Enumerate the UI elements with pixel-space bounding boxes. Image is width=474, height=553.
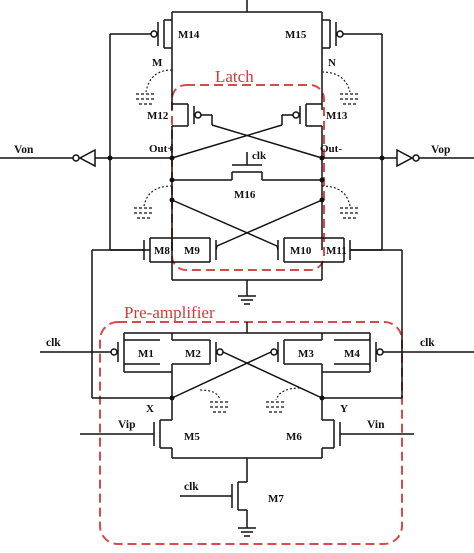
transistor-m8	[91, 237, 173, 398]
label-m15: M15	[285, 29, 307, 41]
parasitic-cap-out-minus	[321, 185, 360, 219]
node-y-wiring	[319, 364, 402, 420]
pin-clk-right: clk	[420, 337, 435, 349]
pin-clk-left: clk	[46, 337, 61, 349]
parasitic-cap-y	[266, 387, 301, 413]
parasitic-cap-out-plus	[134, 185, 173, 219]
node-y: Y	[340, 403, 348, 415]
latch-ground	[171, 262, 323, 305]
label-m6: M6	[286, 431, 302, 443]
parasitic-cap-n	[321, 71, 360, 105]
transistor-m15	[321, 19, 383, 250]
node-out-plus: Out+	[149, 143, 174, 155]
parasitic-cap-x	[199, 389, 230, 413]
node-x-wiring	[92, 364, 175, 420]
pin-clk-m16: clk	[252, 150, 267, 162]
preamp-cross	[171, 351, 323, 399]
top-rail	[171, 0, 323, 20]
label-m11: M11	[326, 245, 347, 257]
transistor-m7	[180, 481, 256, 537]
latch-box	[171, 84, 325, 271]
transistor-m13	[282, 103, 323, 250]
label-m4: M4	[344, 348, 360, 360]
node-x: X	[146, 403, 154, 415]
label-m9: M9	[184, 245, 200, 257]
preamp-box	[99, 321, 403, 545]
transistor-m4	[334, 339, 474, 365]
transistor-m9	[172, 237, 218, 263]
transistor-m1	[40, 339, 160, 365]
transistor-m3	[270, 339, 322, 365]
pin-vin: Vin	[367, 419, 385, 431]
transistor-m12	[171, 103, 212, 250]
transistor-m16	[169, 152, 325, 183]
transistor-m11	[322, 237, 403, 398]
pin-vip: Vip	[118, 419, 135, 431]
node-out-minus: Out-	[320, 143, 342, 155]
node-n: N	[328, 57, 336, 69]
label-m8: M8	[154, 245, 170, 257]
label-m2: M2	[185, 348, 201, 360]
preamp-supply	[123, 322, 371, 340]
pin-von: Von	[14, 144, 34, 156]
label-m16: M16	[234, 189, 256, 201]
label-m7: M7	[268, 493, 284, 505]
transistor-m6	[321, 419, 414, 458]
pin-clk-m7: clk	[184, 481, 199, 493]
latch-cross-lower	[169, 197, 325, 247]
label-m10: M10	[290, 245, 312, 257]
tail-wiring	[172, 457, 322, 482]
output-vop-path	[322, 148, 474, 168]
transistor-m2	[172, 339, 224, 365]
output-von-path	[0, 148, 172, 168]
transistor-m5	[80, 419, 173, 458]
pin-vop: Vop	[431, 144, 450, 156]
node-m: M	[152, 57, 163, 69]
label-m3: M3	[298, 348, 314, 360]
transistor-m14	[109, 19, 173, 250]
label-m5: M5	[184, 431, 200, 443]
label-m1: M1	[138, 348, 154, 360]
preamp-label: Pre-amplifier	[124, 303, 215, 322]
label-m14: M14	[178, 29, 200, 41]
parasitic-cap-m	[136, 69, 173, 105]
label-m12: M12	[147, 110, 169, 122]
label-m13: M13	[326, 110, 348, 122]
transistor-m10	[276, 237, 322, 263]
latch-label: Latch	[215, 67, 254, 86]
